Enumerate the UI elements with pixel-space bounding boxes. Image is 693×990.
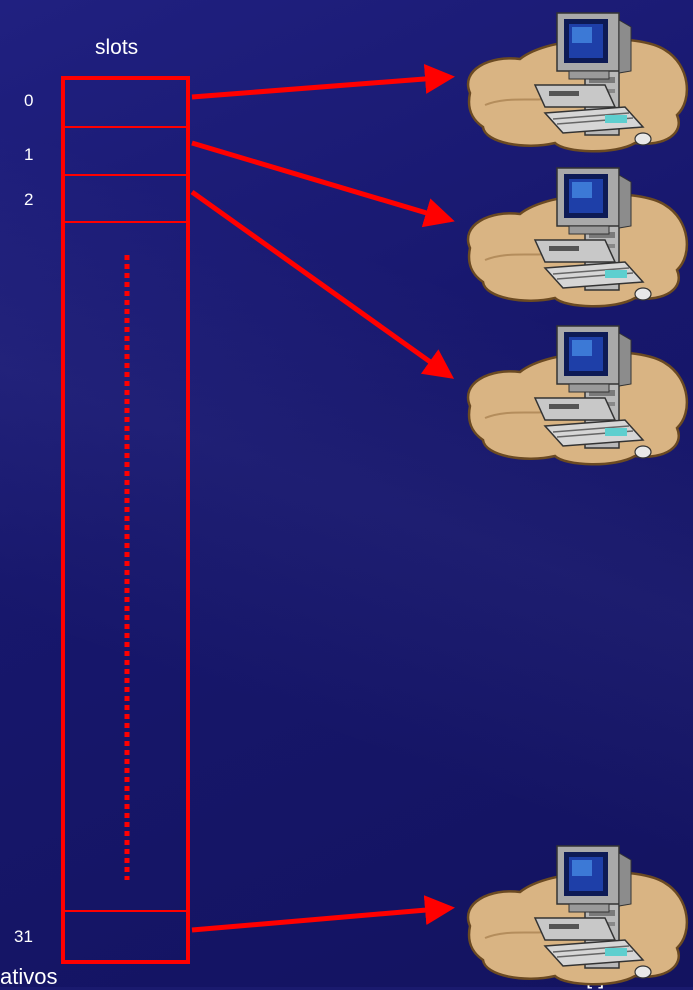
arrow-slot-2 [192,192,450,376]
computer-workstation-icon [468,168,687,306]
computer-workstation-icon [468,846,687,984]
arrow-slot-0 [192,77,450,97]
arrow-slot-1 [192,143,450,220]
computer-workstation-icon [468,13,687,151]
computer-workstation-icon [468,326,687,464]
arrow-slot-31 [192,908,450,930]
